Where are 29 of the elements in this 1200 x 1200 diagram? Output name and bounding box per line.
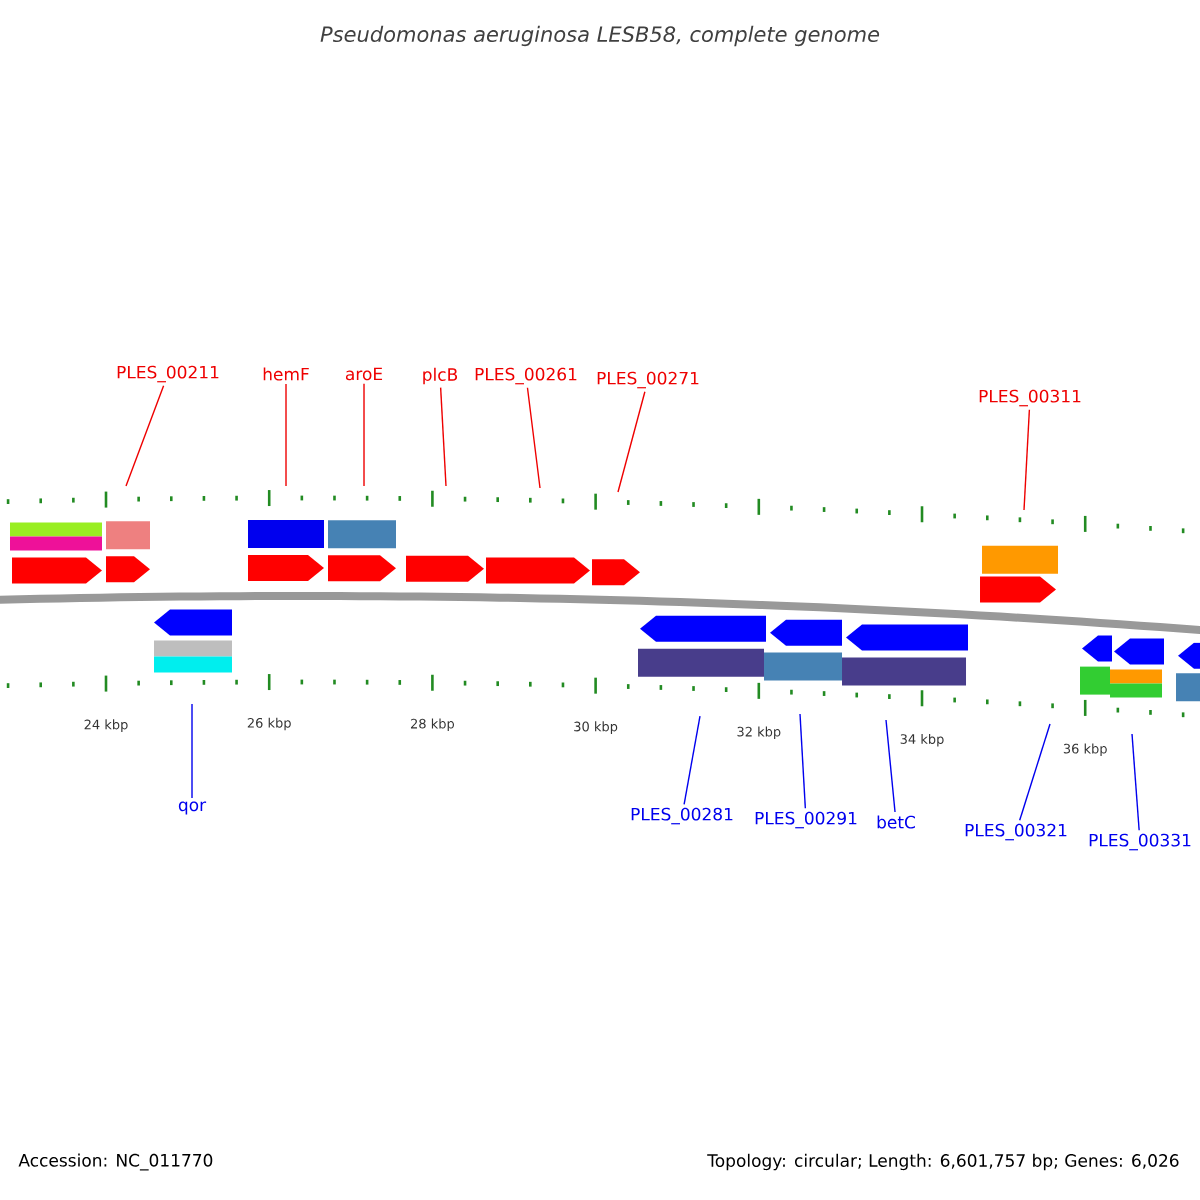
gene-label: hemF xyxy=(263,367,309,381)
gene-label: PLES_00291 xyxy=(755,811,857,829)
leader-line xyxy=(1019,723,1051,821)
gene-label: PLES_00261 xyxy=(475,367,577,385)
gene-label: PLES_00281 xyxy=(631,807,733,825)
genome-info-text: Topology: circular; Length: 6,601,757 bp; Genes: 6,026 xyxy=(707,1153,1179,1171)
leader-line xyxy=(1131,733,1140,831)
gene-label: qor xyxy=(178,801,207,815)
leader-line xyxy=(1023,409,1031,511)
leader-line xyxy=(191,703,193,799)
gene-label: PLES_00321 xyxy=(965,823,1067,841)
leader-line xyxy=(617,391,646,493)
leader-line xyxy=(125,385,165,487)
leader-line xyxy=(363,383,365,487)
gene-label: PLES_00211 xyxy=(117,365,219,383)
accession-text: Accession: NC_011770 xyxy=(18,1153,213,1171)
gene-label: plcB xyxy=(423,367,458,385)
gene-label: aroE xyxy=(345,367,383,381)
leader-line xyxy=(885,719,896,813)
title: Pseudomonas aeruginosa LESB58, complete genome xyxy=(320,25,880,47)
gene-label: betC xyxy=(877,815,915,829)
leader-line xyxy=(285,383,287,487)
gene-label: PLES_00311 xyxy=(979,389,1081,407)
gene-label: PLES_00331 xyxy=(1089,833,1191,851)
leader-line xyxy=(799,713,807,809)
leader-line xyxy=(683,715,701,805)
leader-line xyxy=(526,387,541,489)
gene-label: PLES_00271 xyxy=(597,371,699,389)
leader-line xyxy=(439,386,447,487)
